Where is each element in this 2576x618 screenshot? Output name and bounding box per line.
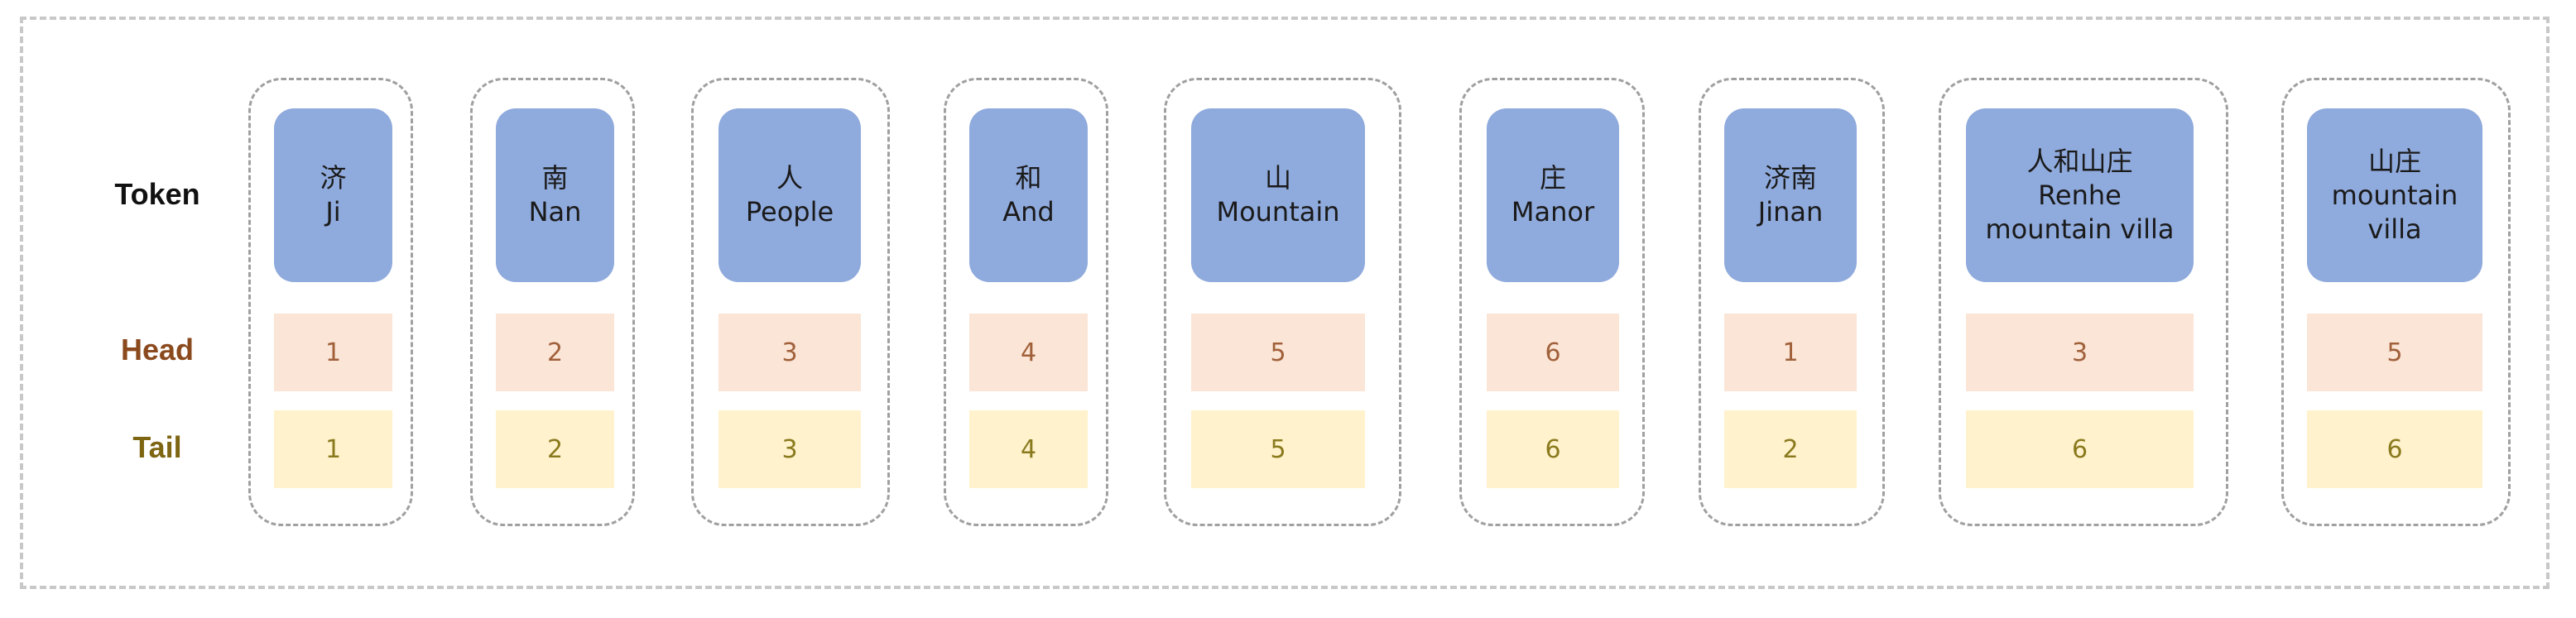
- tail-index: 1: [274, 410, 392, 488]
- token-chinese: 南: [541, 162, 569, 194]
- tail-index: 4: [969, 410, 1088, 488]
- tail-index: 3: [718, 410, 861, 488]
- head-index: 1: [274, 314, 392, 391]
- head-index: 1: [1724, 314, 1857, 391]
- token-english: Mountain: [1216, 196, 1340, 228]
- tail-index: 6: [1966, 410, 2194, 488]
- token-chinese: 山庄: [2367, 145, 2421, 177]
- head-index: 5: [1191, 314, 1365, 391]
- head-index: 3: [1966, 314, 2194, 391]
- head-index: 5: [2307, 314, 2482, 391]
- head-index: 3: [718, 314, 861, 391]
- token-english: And: [1002, 196, 1055, 228]
- row-label-tail: Tail: [132, 430, 182, 464]
- token-chinese: 人和山庄: [2026, 145, 2133, 177]
- tail-index: 2: [496, 410, 614, 488]
- row-label-head: Head: [120, 333, 195, 366]
- token-chinese: 济南: [1763, 162, 1817, 194]
- token-english: villa: [2367, 213, 2422, 245]
- token-english: Nan: [528, 196, 582, 228]
- token-english: mountain villa: [1985, 213, 2175, 245]
- token-english: Ji: [325, 196, 341, 228]
- token-english: People: [745, 196, 834, 228]
- head-index: 6: [1487, 314, 1619, 391]
- tail-index: 6: [2307, 410, 2482, 488]
- head-index: 2: [496, 314, 614, 391]
- token-english: Jinan: [1757, 196, 1824, 228]
- token-english: Manor: [1511, 196, 1595, 228]
- token-english: mountain: [2331, 179, 2458, 211]
- token-chinese: 庄: [1539, 162, 1566, 194]
- diagram-frame: [20, 17, 2550, 589]
- head-index: 4: [969, 314, 1088, 391]
- row-label-token: Token: [114, 177, 200, 211]
- token-chinese: 山: [1264, 162, 1291, 194]
- token-chinese: 人: [776, 162, 803, 194]
- token-chinese: 济: [320, 162, 347, 194]
- tail-index: 6: [1487, 410, 1619, 488]
- token-english: Renhe: [2038, 179, 2122, 211]
- token-chinese: 和: [1015, 162, 1042, 194]
- tail-index: 5: [1191, 410, 1365, 488]
- tail-index: 2: [1724, 410, 1857, 488]
